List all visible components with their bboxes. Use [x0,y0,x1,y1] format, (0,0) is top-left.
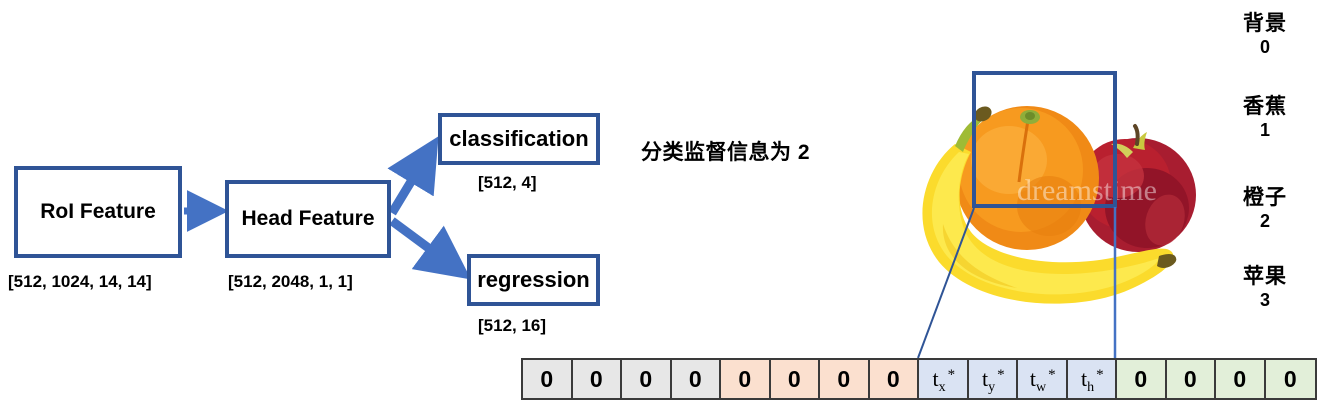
vector-cell-10: tw* [1018,360,1068,398]
supervision-caption: 分类监督信息为 2 [641,141,811,164]
vector-cell-3: 0 [671,360,721,398]
node-roi-feature[interactable]: RoI Feature [14,166,182,258]
arrow-head-to-regression [389,217,472,280]
shape-label-roi-feature: [512, 1024, 14, 14] [8,272,152,291]
node-regression-label: regression [477,267,590,293]
vector-cell-8-token: tx* [932,366,956,395]
vector-cell-0: 0 [523,360,573,398]
vector-cell-13: 0 [1166,360,1216,398]
vector-cell-8: tx* [919,360,969,398]
arrow-head-to-classification [387,136,439,216]
vector-cell-15: 0 [1265,360,1315,398]
node-regression[interactable]: regression [467,254,600,306]
vector-cell-5: 0 [770,360,820,398]
node-head-feature[interactable]: Head Feature [225,180,391,258]
legend-item-orange-index: 2 [1259,210,1270,231]
vector-cell-2: 0 [622,360,672,398]
fruit-photo: dreamstime [897,48,1219,338]
vector-cell-12: 0 [1117,360,1167,398]
vector-cell-7: 0 [869,360,919,398]
vector-cell-11-token: th* [1080,366,1104,395]
orange-shape [955,106,1099,250]
connector-left [917,207,975,359]
banana-shape [922,106,1177,304]
shape-label-regression: [512, 16] [478,316,547,335]
orange-bounding-box[interactable] [972,71,1117,208]
legend-item-background-name: 背景 [1243,12,1287,35]
legend-item-orange-name: 橙子 [1243,186,1287,209]
legend-item-orange: 橙子 2 [1228,186,1302,232]
legend-item-apple-index: 3 [1259,289,1270,310]
legend-item-banana-index: 1 [1259,119,1270,140]
shape-label-classification: [512, 4] [478,173,537,192]
vector-cell-4: 0 [721,360,771,398]
legend-item-apple-name: 苹果 [1243,265,1287,288]
legend-item-banana: 香蕉 1 [1228,95,1302,141]
vector-cell-9-token: ty* [981,366,1005,395]
photo-watermark: dreamstime [1017,174,1157,207]
vector-cell-14: 0 [1216,360,1266,398]
node-head-feature-label: Head Feature [241,206,375,230]
node-classification-label: classification [449,126,589,152]
node-roi-feature-label: RoI Feature [40,199,156,223]
vector-cell-11: th* [1067,360,1117,398]
shape-label-head-feature: [512, 2048, 1, 1] [228,272,353,291]
vector-cell-1: 0 [572,360,622,398]
legend-item-background: 背景 0 [1228,12,1302,58]
legend-item-banana-name: 香蕉 [1243,95,1287,118]
vector-cell-10-token: tw* [1029,366,1056,395]
legend-item-background-index: 0 [1259,36,1270,57]
vector-cell-9: ty* [968,360,1018,398]
legend-item-apple: 苹果 3 [1228,265,1302,311]
node-classification[interactable]: classification [438,113,600,165]
vector-cell-6: 0 [820,360,870,398]
